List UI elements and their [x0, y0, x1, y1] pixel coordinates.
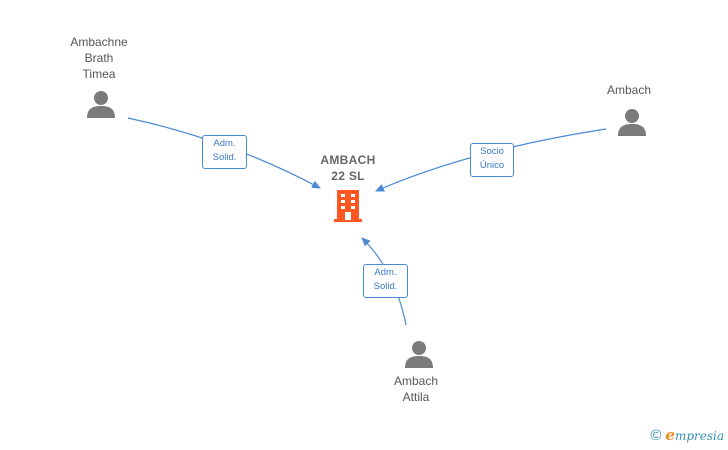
brand-name: mpresia [674, 429, 724, 443]
relation-label-adm-solid: Adm. Solid. [363, 264, 408, 298]
relation-label-socio-unico: Socio Único [470, 143, 514, 177]
copyright-icon: © [650, 426, 662, 444]
company-name[interactable]: AMBACH 22 SL [320, 153, 376, 183]
person-name-ambach[interactable]: Ambach [606, 83, 652, 97]
building-icon[interactable] [334, 188, 362, 222]
brand-logo[interactable]: empresia [665, 426, 724, 444]
person-name-ambachne[interactable]: Ambachne Brath Timea [70, 35, 128, 81]
relation-label-adm-solid: Adm. Solid. [202, 135, 247, 169]
person-icon[interactable] [617, 107, 647, 137]
brand-initial: e [665, 426, 675, 444]
person-icon[interactable] [86, 89, 116, 119]
person-icon[interactable] [404, 339, 434, 369]
brand-footer: © empresia [650, 426, 724, 444]
person-name-ambach-attila[interactable]: Ambach Attila [393, 374, 439, 404]
